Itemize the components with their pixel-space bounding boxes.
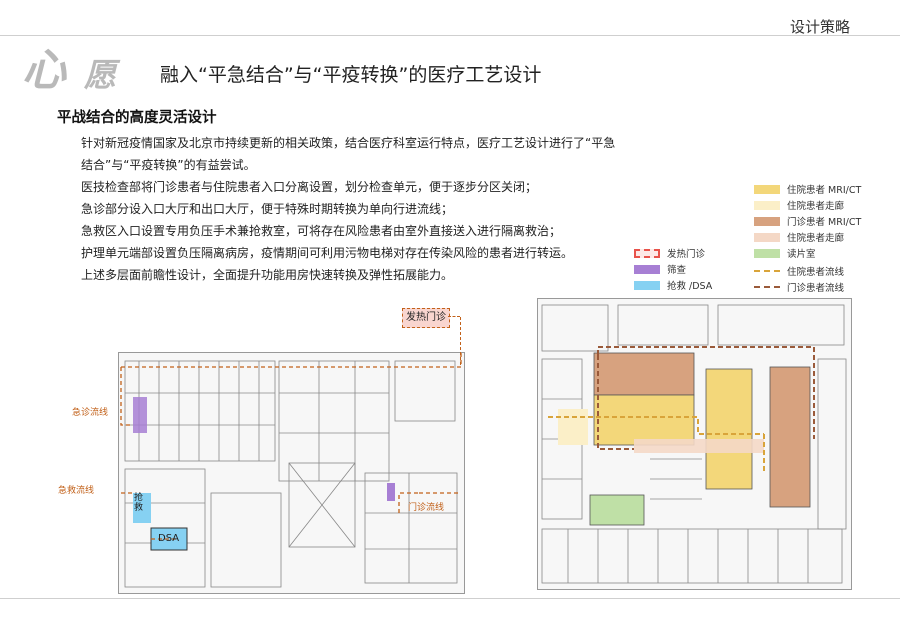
- legend-label: 住院患者 MRI/CT: [787, 185, 862, 196]
- legend-item-corridor-2: 住院患者走廊: [754, 230, 844, 244]
- outpatient-mri-zone: [593, 352, 695, 396]
- section-subtitle: 平战结合的高度灵活设计: [57, 110, 217, 126]
- paragraph: 上述多层面前瞻性设计，全面提升功能用房快速转换及弹性拓展能力。: [81, 268, 454, 282]
- inpatient-mri-zone: [593, 394, 695, 446]
- emergency-flow-label: 急诊流线: [72, 408, 109, 418]
- legend-label: 发热门诊: [667, 249, 706, 260]
- fever-clinic-callout: 发热门诊: [402, 308, 450, 328]
- reading-room: [589, 494, 645, 526]
- legend-swatch: [634, 280, 660, 290]
- screening-zone-small: [387, 483, 395, 501]
- floor-plan-right-drawing: [541, 304, 847, 584]
- floor-plan-right: [537, 298, 852, 590]
- body-text: 针对新冠疫情国家及北京市持续更新的相关政策，结合医疗科室运行特点，医疗工艺设计进…: [57, 132, 627, 286]
- legend-label: 筛查: [667, 265, 687, 276]
- legend-label: 住院患者走廊: [787, 201, 845, 212]
- legend-label: 住院患者走廊: [787, 233, 845, 244]
- legend-swatch: [754, 270, 780, 272]
- legend-label: 门诊患者 MRI/CT: [787, 217, 862, 228]
- legend-item-inpatient-flow: 住院患者流线: [754, 264, 844, 278]
- rescue-label: 抢救: [134, 493, 144, 513]
- paragraph: 针对新冠疫情国家及北京市持续更新的相关政策，结合医疗科室运行特点，医疗工艺设计进…: [81, 136, 616, 172]
- page-title: 融入“平急结合”与“平疫转换”的医疗工艺设计: [160, 64, 542, 86]
- footer-divider: [0, 598, 900, 599]
- legend-label: 抢救 /DSA: [667, 281, 713, 292]
- logo-char-2: 愿: [84, 56, 117, 94]
- outpatient-flow-label: 门诊流线: [408, 503, 445, 513]
- inpatient-corridor: [558, 409, 588, 445]
- logo: 心 愿: [14, 28, 134, 98]
- callout-connector-vertical: [460, 317, 462, 365]
- legend-label: 读片室: [787, 249, 816, 260]
- logo-char-1: 心: [22, 45, 66, 96]
- legend-swatch: [754, 286, 780, 288]
- legend-swatch: [754, 216, 780, 226]
- legend-swatch: [634, 264, 660, 274]
- floor-plan-left: [118, 352, 465, 594]
- legend-label: 住院患者流线: [787, 267, 845, 278]
- legend-item-screening: 筛查: [634, 262, 686, 276]
- callout-connector: [448, 316, 460, 318]
- paragraph: 急救区入口设置专用负压手术兼抢救室，可将存在风险患者由室外直接送入进行隔离救治；: [81, 224, 562, 238]
- legend-swatch: [754, 232, 780, 242]
- rescue-zone: [133, 493, 151, 523]
- legend-swatch: [754, 200, 780, 210]
- corridor: [634, 439, 764, 453]
- legend-label: 门诊患者流线: [787, 283, 845, 294]
- header-divider: [0, 35, 900, 36]
- outpatient-mri-zone: [769, 366, 811, 508]
- floor-plan-left-drawing: [120, 353, 462, 588]
- paragraph: 医技检查部将门诊患者与住院患者入口分离设置，划分检查单元，便于逐步分区关闭；: [81, 180, 538, 194]
- legend-item-outpatient-flow: 门诊患者流线: [754, 280, 844, 294]
- screening-zone: [133, 397, 147, 433]
- section-tag: 设计策略: [789, 18, 850, 36]
- legend-item-outpatient-mri: 门诊患者 MRI/CT: [754, 214, 861, 228]
- legend-swatch: [754, 248, 780, 258]
- legend-item-fever: 发热门诊: [634, 246, 705, 260]
- legend-item-rescue-dsa: 抢救 /DSA: [634, 278, 712, 292]
- legend-item-reading-room: 读片室: [754, 246, 816, 260]
- legend-item-inpatient-corridor: 住院患者走廊: [754, 198, 844, 212]
- legend-swatch: [634, 248, 660, 258]
- paragraph: 急诊部分设入口大厅和出口大厅，便于特殊时期转换为单向行进流线；: [81, 202, 454, 216]
- inpatient-mri-zone: [705, 368, 753, 490]
- legend-swatch: [754, 184, 780, 194]
- legend-item-inpatient-mri: 住院患者 MRI/CT: [754, 182, 861, 196]
- rescue-flow-label: 急救流线: [58, 486, 95, 496]
- dsa-label: DSA: [158, 533, 180, 544]
- paragraph: 护理单元端部设置负压隔离病房，疫情期间可利用污物电梯对存在传染风险的患者进行转运…: [81, 246, 574, 260]
